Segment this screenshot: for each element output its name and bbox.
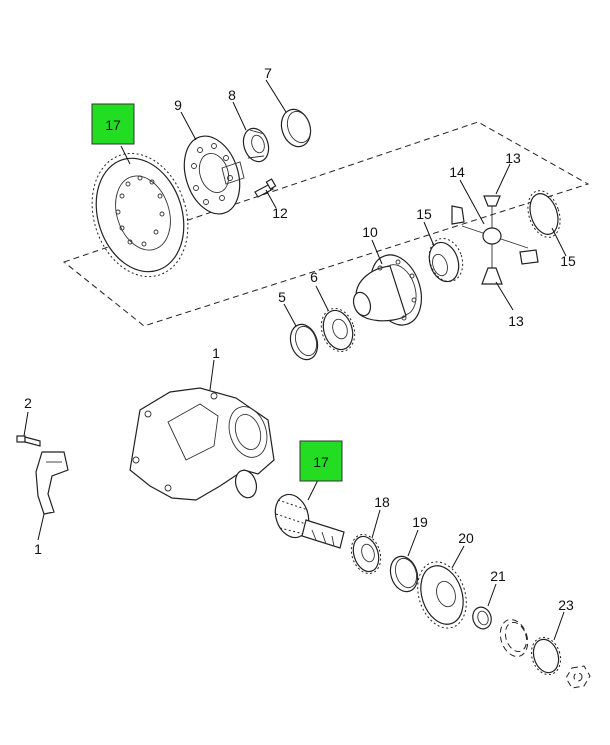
differential-case[interactable] (351, 248, 430, 331)
bearing-cup-19[interactable] (386, 553, 422, 595)
part-label-15: 15 (416, 206, 432, 222)
part-label-13: 13 (505, 150, 521, 166)
ring-gear[interactable] (77, 141, 203, 289)
part-label-15: 15 (560, 253, 576, 269)
callout-17-label: 17 (313, 454, 329, 470)
part-label-1: 1 (34, 541, 42, 557)
part-label-20: 20 (458, 530, 474, 546)
bearing-cone-23[interactable] (527, 634, 565, 679)
pinion-gear-bottom[interactable] (481, 267, 503, 285)
bearing-cone-8[interactable] (239, 125, 272, 165)
part-label-1: 1 (212, 345, 220, 361)
pinion-gear-top[interactable] (483, 195, 501, 207)
callout-17-drive-pinion[interactable]: 17 (299, 440, 343, 482)
spacer-ring-21[interactable] (470, 605, 494, 631)
part-label-13: 13 (508, 313, 524, 329)
side-gear-right[interactable] (522, 187, 565, 242)
bolt-2[interactable] (16, 435, 41, 447)
part-label-14: 14 (449, 164, 465, 180)
drive-pinion[interactable] (270, 490, 345, 549)
part-label-21: 21 (490, 568, 506, 584)
part-label-9: 9 (174, 97, 182, 113)
helical-gear-20[interactable] (410, 556, 475, 635)
pinion-nut-dashed[interactable] (565, 665, 591, 689)
part-label-19: 19 (412, 514, 428, 530)
bearing-cup-dashed[interactable] (496, 616, 532, 660)
callout-17-ring-gear[interactable]: 17 (91, 103, 135, 145)
part-label-18: 18 (374, 494, 390, 510)
axle-housing[interactable] (129, 387, 275, 501)
bearing-cap[interactable] (35, 451, 69, 515)
differential-spider[interactable] (461, 198, 529, 270)
part-label-6: 6 (310, 269, 318, 285)
callout-17-label: 17 (105, 117, 121, 133)
part-label-5: 5 (278, 289, 286, 305)
part-label-23: 23 (558, 597, 574, 613)
bearing-cup-7[interactable] (277, 106, 315, 151)
differential-case-half[interactable] (175, 129, 249, 221)
part-label-12: 12 (272, 205, 288, 221)
leader-lines (23, 79, 567, 641)
part-number-labels: 7 8 9 12 10 15 14 13 15 13 6 5 1 2 1 18 … (24, 65, 576, 613)
bearing-cone-6[interactable] (316, 304, 360, 356)
part-label-7: 7 (264, 65, 272, 81)
part-label-8: 8 (228, 87, 236, 103)
part-label-2: 2 (24, 395, 32, 411)
pinion-gear-left[interactable] (451, 205, 465, 225)
differential-group-outline (62, 121, 590, 327)
bolt-12[interactable] (254, 178, 277, 198)
pinion-gear-right[interactable] (519, 249, 539, 265)
part-label-10: 10 (362, 224, 378, 240)
side-gear-left[interactable] (424, 234, 468, 286)
bearing-cup-5[interactable] (286, 321, 322, 363)
bearing-cone-18[interactable] (347, 531, 386, 578)
